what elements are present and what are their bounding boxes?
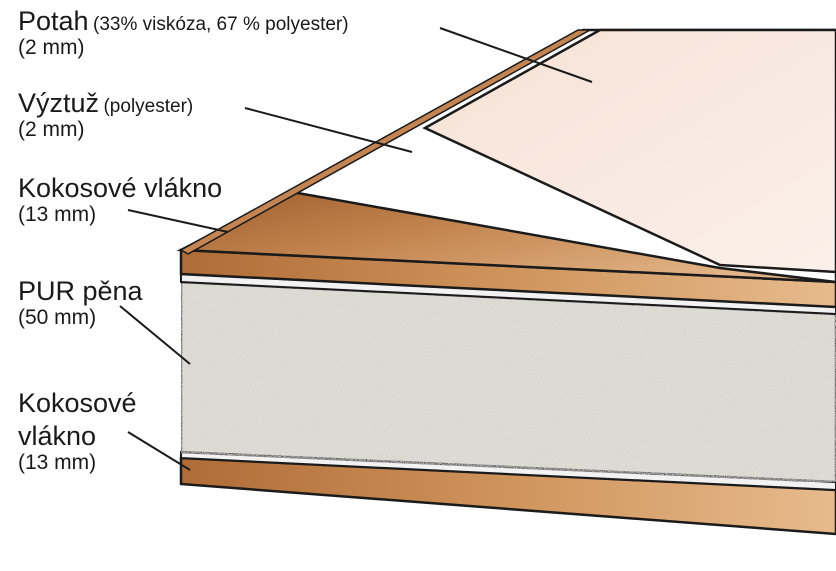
label-potah: Potah (33% viskóza, 67 % polyester) (2 m… (18, 6, 349, 59)
leader-line-kokos-bottom (127, 431, 191, 471)
label-vyztuz: Výztuž (polyester) (2 mm) (18, 88, 194, 141)
leader-line-pur (119, 305, 191, 365)
label-pur-dim: (50 mm) (18, 306, 97, 329)
pur-foam-layer (179, 280, 836, 484)
cover-edge-strip (179, 29, 593, 255)
label-kokos-bottom-line2: vlákno (18, 421, 97, 451)
label-vyztuz-note: (polyester) (103, 96, 194, 117)
label-kokos-top-dim: (13 mm) (18, 203, 97, 226)
cover-layer (422, 28, 836, 274)
label-kokos-top: Kokosové vlákno (13 mm) (18, 173, 223, 226)
label-vyztuz-name: Výztuž (18, 88, 100, 118)
label-kokos-bottom: Kokosové vlákno (13 mm) (18, 388, 137, 474)
label-kokos-bottom-line1: Kokosové (18, 388, 137, 418)
label-kokos-top-name: Kokosové vlákno (18, 173, 223, 203)
label-vyztuz-dim: (2 mm) (18, 118, 85, 141)
label-pur-name: PUR pěna (18, 276, 143, 306)
leader-line-vyztuz (244, 107, 413, 153)
label-potah-name: Potah (18, 6, 89, 36)
label-potah-dim: (2 mm) (18, 36, 85, 59)
leader-line-potah (439, 27, 593, 83)
label-pur: PUR pěna (50 mm) (18, 276, 143, 329)
label-potah-note: (33% viskóza, 67 % polyester) (93, 14, 349, 35)
label-kokos-bottom-dim: (13 mm) (18, 451, 97, 474)
leader-line-kokos-top (127, 209, 229, 233)
